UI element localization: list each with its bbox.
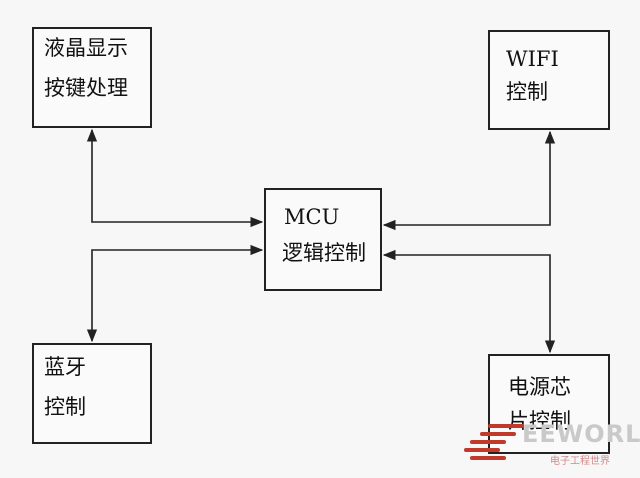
connector-wifi-mcu xyxy=(382,130,556,231)
connector-bluetooth-mcu xyxy=(86,244,264,343)
bluetooth-label-line2: 控制 xyxy=(44,395,86,419)
wifi-label-line1: WIFI xyxy=(506,47,559,71)
power-chip-label-line2: 片控制 xyxy=(508,409,571,433)
power-chip-label-line1: 电源芯 xyxy=(508,375,571,399)
eeworld-logo-icon xyxy=(464,424,524,460)
wifi-label-line2: 控制 xyxy=(506,80,548,104)
eeworld-watermark: EEWORLD 电子工程世界 xyxy=(462,418,640,476)
watermark-brand: EEWORLD xyxy=(522,420,640,448)
mcu-label-line1: MCU xyxy=(284,205,340,229)
connector-lcd-mcu xyxy=(86,128,264,228)
lcd-keypad-label-line1: 液晶显示 xyxy=(44,36,128,60)
mcu-label-line2: 逻辑控制 xyxy=(282,241,366,265)
bluetooth-box xyxy=(32,343,152,444)
lcd-keypad-label-line2: 按键处理 xyxy=(44,76,128,100)
bluetooth-label-line1: 蓝牙 xyxy=(44,355,86,379)
lcd-keypad-box xyxy=(32,27,152,128)
power-chip-box xyxy=(488,354,610,454)
mcu-box xyxy=(264,188,382,291)
connector-power-mcu xyxy=(382,249,556,354)
wifi-box xyxy=(488,30,610,130)
watermark-subtitle: 电子工程世界 xyxy=(550,456,610,467)
